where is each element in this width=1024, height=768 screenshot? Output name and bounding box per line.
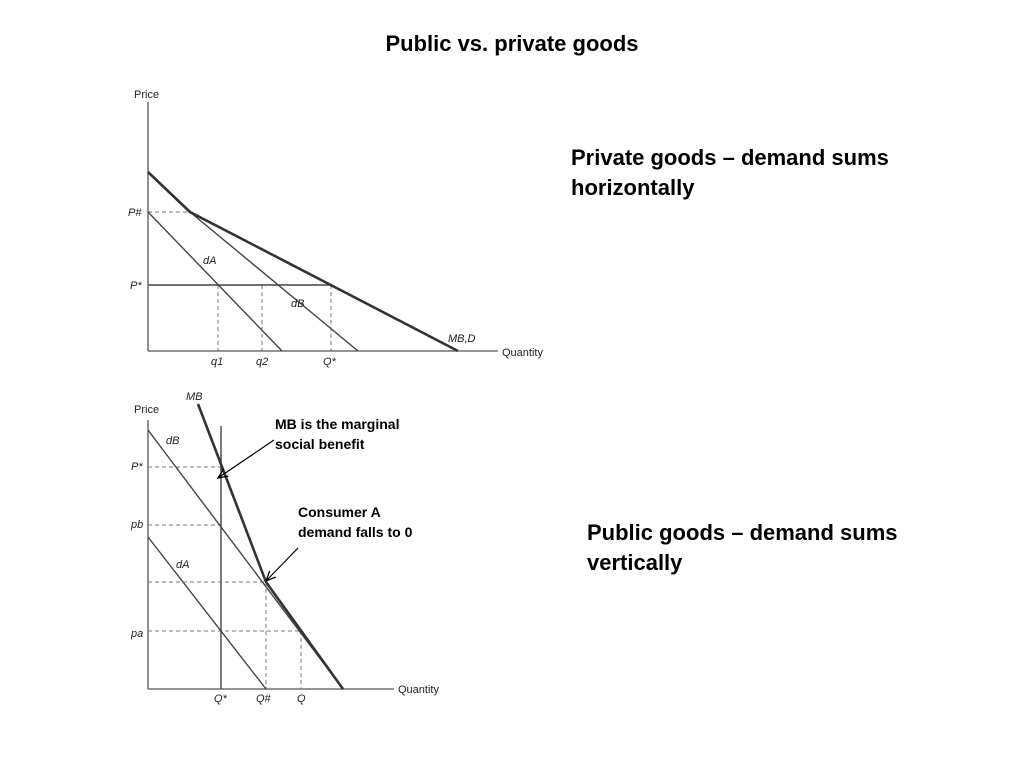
- private-caption-line1: Private goods – demand sums: [571, 145, 889, 170]
- public-mb-label: MB: [186, 391, 203, 403]
- private-caption-line2: horizontally: [571, 175, 695, 200]
- public-dA-label: dA: [176, 559, 189, 571]
- mb-note-line2: social benefit: [275, 436, 365, 452]
- slide-title: Public vs. private goods: [385, 31, 639, 56]
- private-q1-label: q1: [211, 356, 223, 368]
- public-pa-label: pa: [130, 628, 143, 640]
- private-q2-label: q2: [256, 356, 268, 368]
- public-q-hash-label: Q#: [256, 693, 272, 705]
- private-goods-diagram: Price Quantity P# P* q1 q2 Q* dA dB MB,D: [128, 89, 543, 368]
- public-q-label: Q: [297, 693, 306, 705]
- private-dB-label: dB: [291, 298, 304, 310]
- private-y-axis-label: Price: [134, 89, 159, 101]
- public-q-star-label: Q*: [214, 693, 228, 705]
- consumer-note-line1: Consumer A: [298, 504, 381, 520]
- mb-note-arrow: [218, 439, 275, 478]
- mb-note-line1: MB is the marginal: [275, 416, 399, 432]
- private-p-hash-label: P#: [128, 207, 142, 219]
- private-p-star-label: P*: [130, 280, 142, 292]
- private-dA-label: dA: [203, 255, 216, 267]
- private-q-star-label: Q*: [323, 356, 337, 368]
- public-pb-label: pb: [130, 519, 143, 531]
- public-curve-dA: [147, 536, 267, 690]
- public-p-star-label: P*: [131, 461, 143, 473]
- private-curve-dA: [147, 211, 283, 352]
- public-x-axis-label: Quantity: [398, 684, 439, 696]
- private-mbd-label: MB,D: [448, 333, 476, 345]
- private-goods-caption: Private goods – demand sums horizontally: [571, 143, 991, 203]
- public-caption-line2: vertically: [587, 550, 683, 575]
- public-y-axis-label: Price: [134, 404, 159, 416]
- private-x-axis-label: Quantity: [502, 347, 543, 359]
- private-curve-dB: [189, 211, 359, 352]
- consumer-note-line2: demand falls to 0: [298, 524, 413, 540]
- public-goods-diagram: Price Quantity P* pb pa Q* Q# Q MB dB dA…: [130, 391, 439, 705]
- public-dB-label: dB: [166, 435, 179, 447]
- private-curve-total: [147, 171, 459, 353]
- consumer-note-arrow: [266, 547, 299, 581]
- public-caption-line1: Public goods – demand sums: [587, 520, 898, 545]
- public-goods-caption: Public goods – demand sums vertically: [587, 518, 1007, 578]
